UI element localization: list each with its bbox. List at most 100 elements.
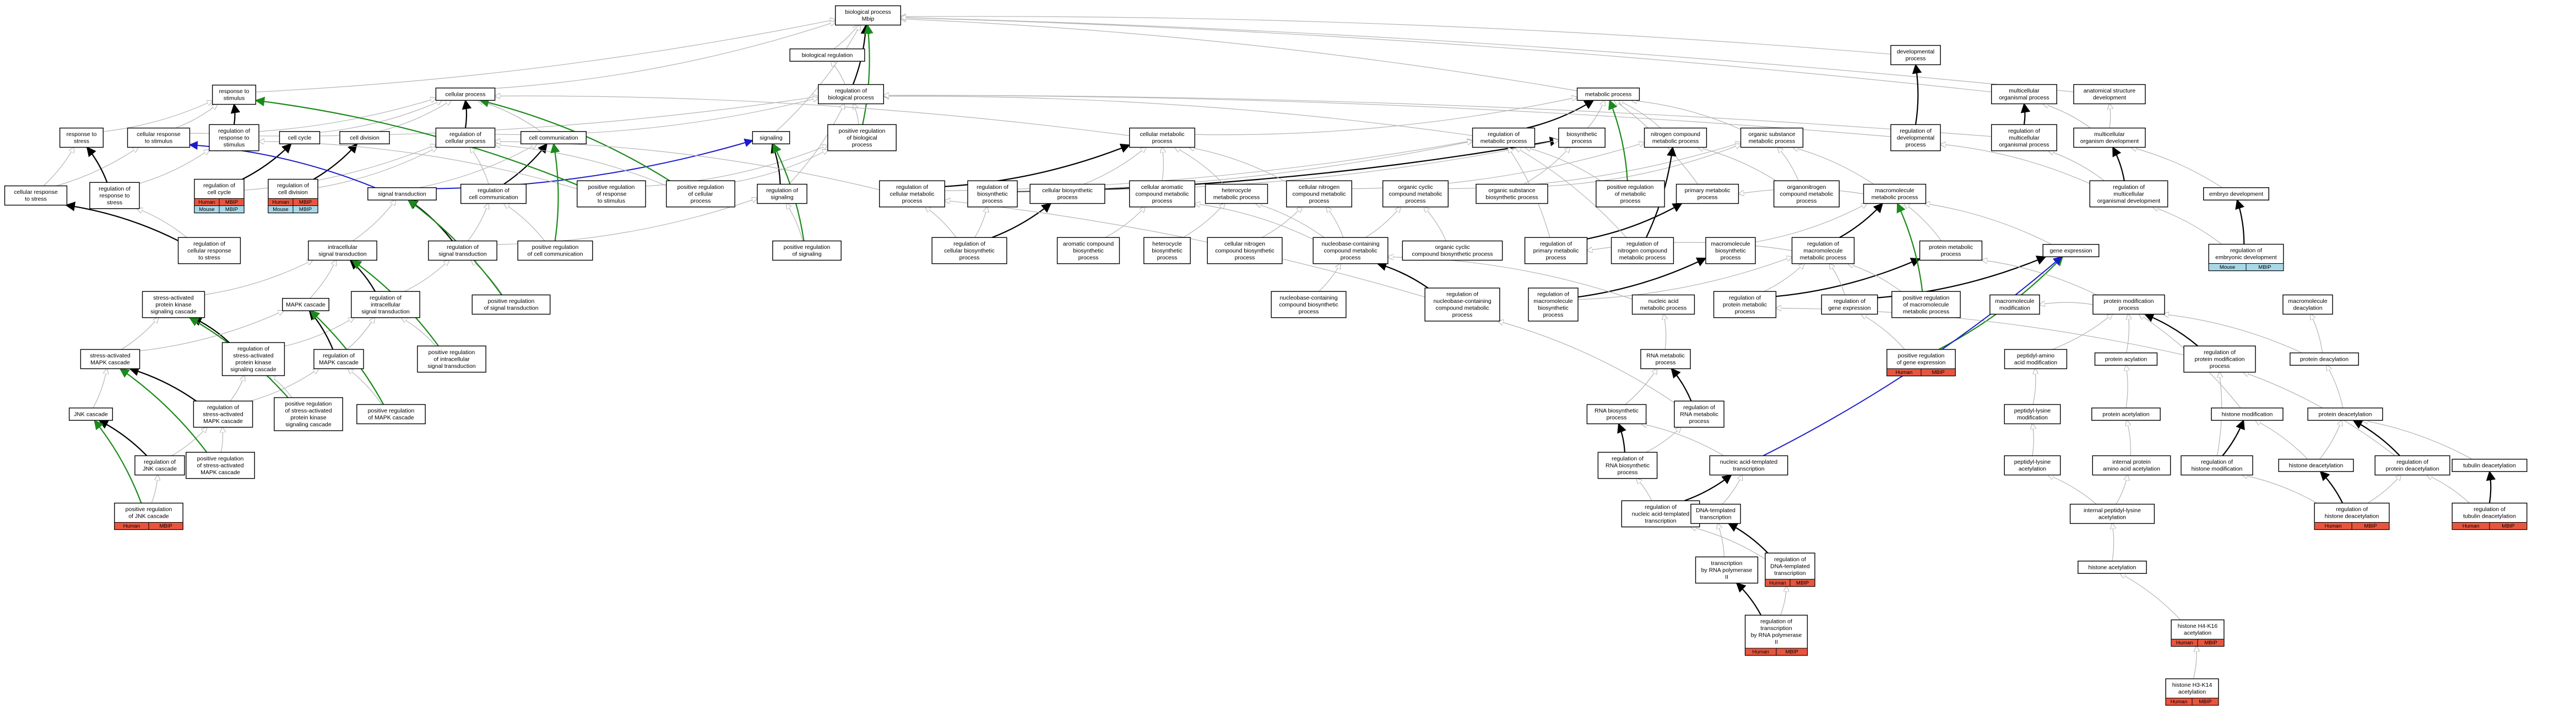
go-term-node-rdtt[interactable]: regulation ofDNA-templatedtranscriptionH… — [1765, 552, 1815, 587]
go-term-node-pdeac2[interactable]: protein deacetylation — [2307, 408, 2383, 421]
go-term-node-rnbcmp[interactable]: regulation ofnucleobase-containingcompou… — [1424, 287, 1500, 322]
go-term-node-pdeac[interactable]: protein deacylation — [2290, 352, 2359, 366]
go-term-node-st[interactable]: signal transduction — [367, 187, 437, 200]
go-term-node-hdeac[interactable]: histone deacetylation — [2278, 459, 2354, 472]
go-term-node-ccom[interactable]: cell communication — [520, 131, 587, 144]
go-term-node-sig[interactable]: signaling — [752, 131, 790, 144]
go-term-node-breg[interactable]: biological regulation — [789, 48, 865, 62]
go-term-node-rmbsp[interactable]: regulation ofmacromoleculebiosyntheticpr… — [1528, 287, 1579, 322]
go-term-node-pacet[interactable]: protein acetylation — [2091, 408, 2161, 421]
go-term-node-pacyl[interactable]: protein acylation — [2094, 352, 2158, 366]
go-term-node-cp[interactable]: cellular process — [435, 88, 496, 101]
go-term-node-jnk[interactable]: JNK cascade — [68, 408, 113, 421]
go-term-node-mapkc[interactable]: MAPK cascade — [282, 298, 329, 311]
go-term-node-ge[interactable]: gene expression — [2042, 244, 2100, 257]
go-term-node-cd[interactable]: cell division — [339, 131, 390, 144]
go-term-node-tdeac[interactable]: tubulin deacetylation — [2452, 459, 2528, 472]
go-term-node-ed[interactable]: embryo development — [2203, 187, 2269, 200]
go-term-node-hacet[interactable]: histone acetylation — [2078, 561, 2147, 574]
